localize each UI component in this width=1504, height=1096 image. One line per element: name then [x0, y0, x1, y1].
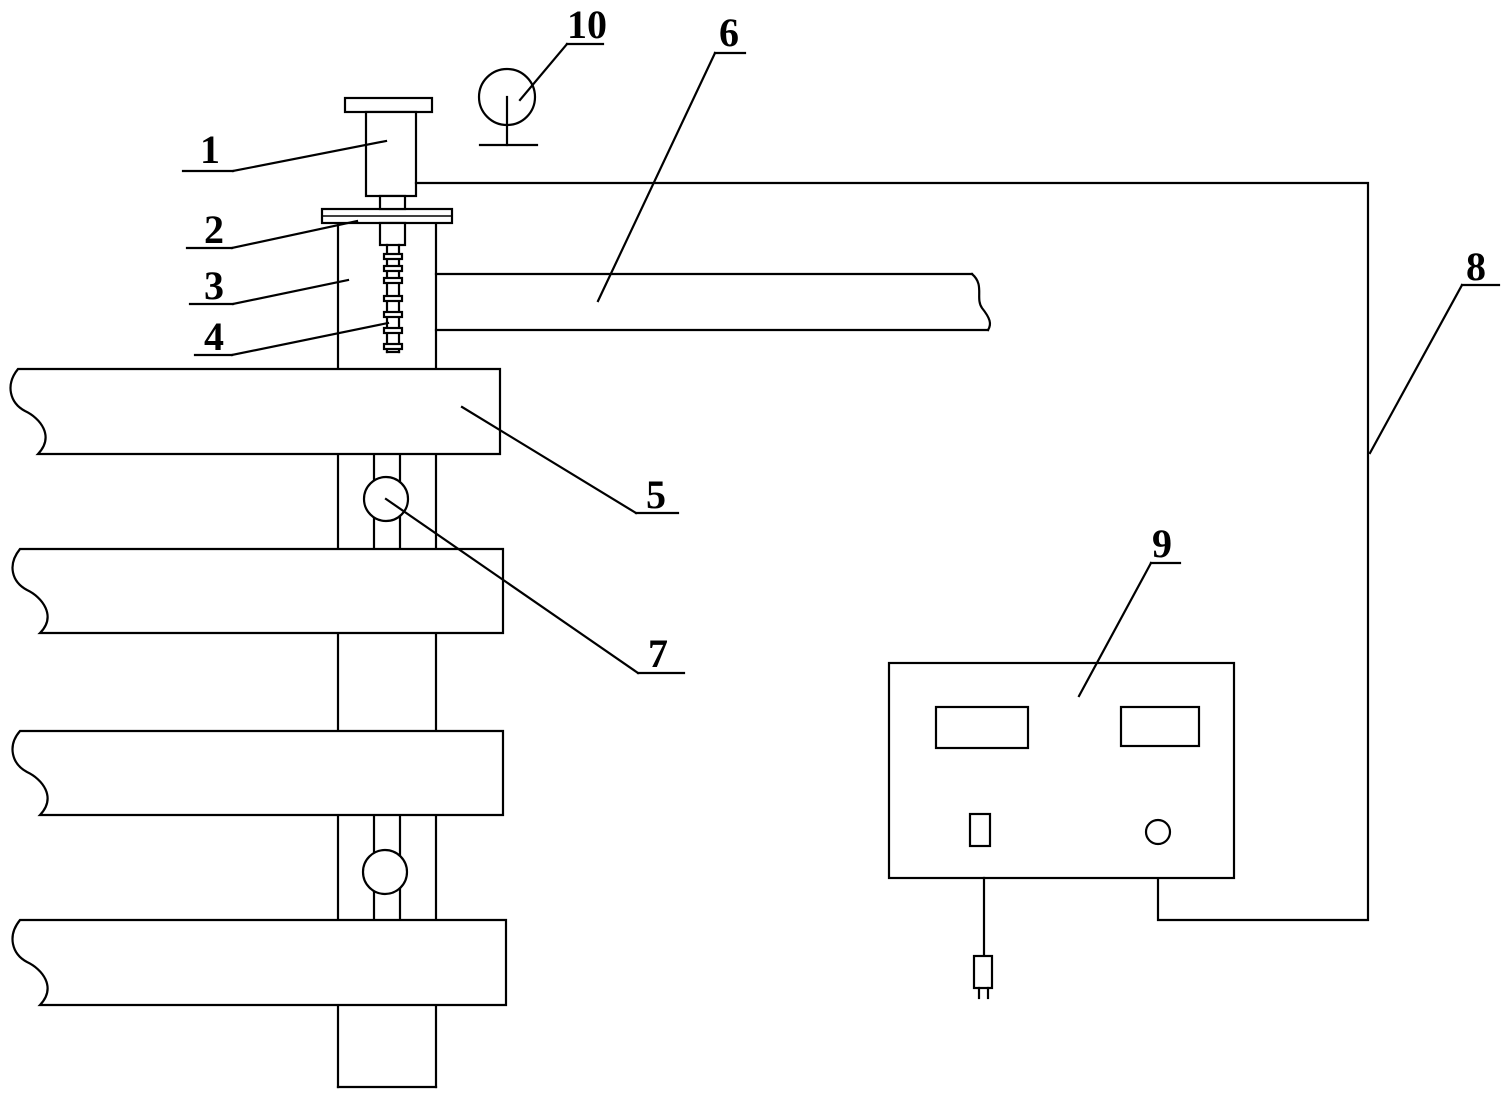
- screw-shaft: [378, 221, 407, 354]
- label-4: 4: [204, 314, 224, 359]
- signal-cable: [414, 181, 1370, 922]
- label-7: 7: [648, 631, 668, 676]
- power-plug-icon: [972, 876, 994, 1000]
- sensor-probe: [477, 67, 539, 147]
- actuator-motor: [343, 96, 434, 211]
- label-8: 8: [1466, 244, 1486, 289]
- horizontal-arm-2: [11, 547, 505, 635]
- horizontal-arm-1: [9, 367, 502, 456]
- label-1: 1: [200, 127, 220, 172]
- label-10: 10: [567, 2, 607, 47]
- flange-plate: [320, 207, 454, 225]
- knob-icon: [1144, 818, 1172, 846]
- label-6: 6: [719, 10, 739, 55]
- label-9: 9: [1152, 521, 1172, 566]
- display-right: [1119, 705, 1201, 748]
- leader-lines: [181, 42, 1501, 698]
- label-3: 3: [204, 263, 224, 308]
- label-5: 5: [646, 472, 666, 517]
- horizontal-arm-3: [11, 729, 505, 817]
- horizontal-beam: [434, 272, 992, 332]
- label-2: 2: [204, 207, 224, 252]
- roller-lower: [361, 848, 409, 896]
- horizontal-arm-4: [11, 918, 508, 1007]
- labels: 1 2 3 4 5 6 7 8 9 10: [200, 2, 1486, 676]
- control-box: [887, 661, 1236, 880]
- display-left: [934, 705, 1030, 750]
- switch-icon: [968, 812, 992, 848]
